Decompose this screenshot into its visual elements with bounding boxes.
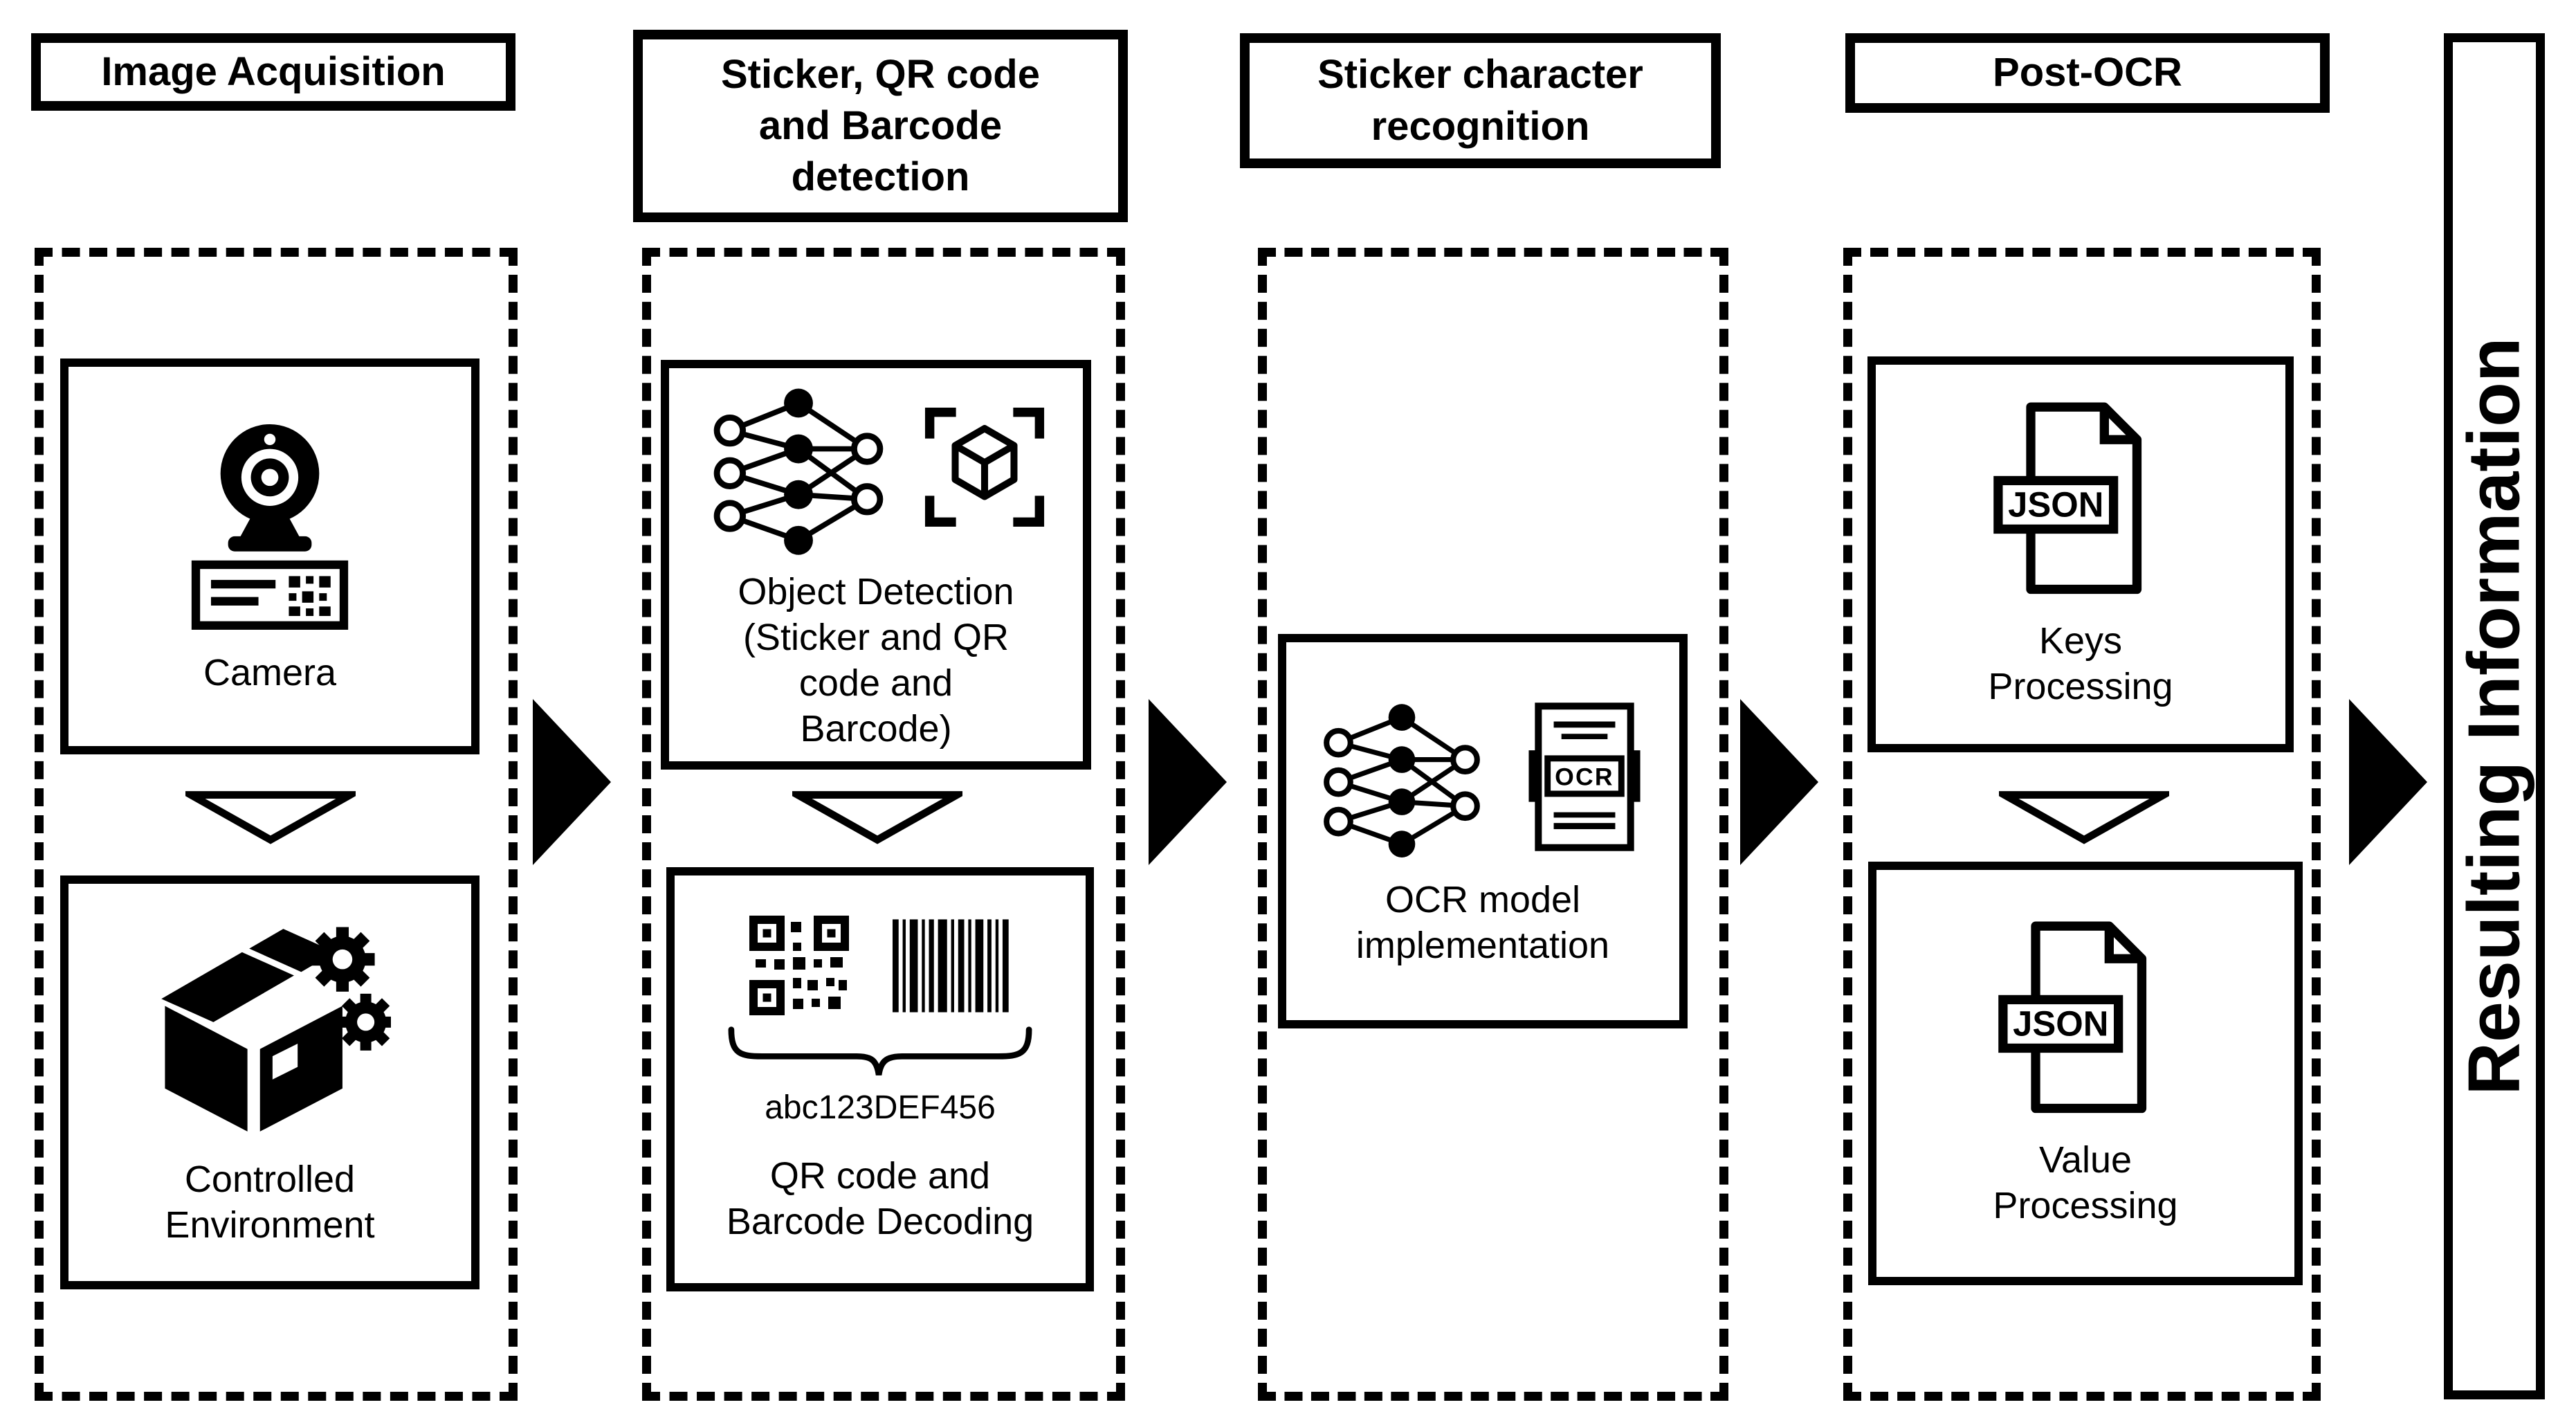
step-qr-barcode-decoding: abc123DEF456 QR code and Barcode Decodin… — [666, 867, 1094, 1291]
chevron-down-icon — [1999, 788, 2169, 847]
stage-title-image-acquisition: Image Acquisition — [31, 33, 515, 111]
ocr-document-icon: OCR — [1528, 702, 1641, 851]
step-label: Value Processing — [1993, 1139, 2178, 1226]
stage-title-label: Image Acquisition — [101, 48, 446, 94]
box-gears-icon — [149, 916, 391, 1138]
qr-barcode-icon — [747, 914, 1014, 1017]
chevron-down-icon — [792, 788, 962, 847]
json-file-icon: JSON — [1998, 918, 2174, 1118]
object-scan-icon — [924, 408, 1045, 527]
stage-container-image-acquisition — [35, 248, 518, 1401]
arrow-right-icon — [533, 698, 612, 866]
neural-network-object-scan-icon — [702, 377, 1050, 557]
neural-network-icon — [1324, 704, 1480, 858]
step-label: Camera — [203, 652, 337, 694]
webcam-label-icon — [156, 417, 384, 631]
barcode-icon — [892, 919, 1009, 1013]
neural-network-icon — [713, 388, 884, 555]
qr-code-icon — [749, 916, 849, 1016]
step-object-detection: Object Detection (Sticker and QR code an… — [661, 360, 1091, 770]
step-label: OCR model implementation — [1355, 879, 1610, 966]
json-file-icon: JSON — [1993, 399, 2169, 599]
stage-container-post-ocr — [1843, 248, 2321, 1401]
stage-title-post-ocr: Post-OCR — [1845, 33, 2330, 113]
underbrace-icon — [718, 1024, 1043, 1081]
step-label: Keys Processing — [1988, 620, 2173, 707]
step-ocr-model: OCR OCR model implementation — [1278, 634, 1688, 1028]
arrow-right-icon — [2349, 698, 2429, 866]
neural-network-ocr-document-icon: OCR — [1312, 693, 1654, 860]
arrow-right-icon — [1740, 698, 1820, 866]
step-keys-processing: JSON Keys Processing — [1867, 356, 2294, 752]
step-controlled-environment: Controlled Environment — [60, 875, 479, 1289]
chevron-down-icon — [185, 788, 356, 847]
resulting-information-label: Resulting Information — [2453, 337, 2535, 1096]
stage-title-label: Sticker character recognition — [1317, 52, 1643, 149]
json-icon-label: JSON — [2013, 1004, 2108, 1044]
stage-container-detection — [642, 248, 1125, 1401]
step-camera: Camera — [60, 358, 479, 754]
ocr-icon-label: OCR — [1555, 763, 1614, 790]
stage-title-label: Sticker, QR code and Barcode detection — [721, 51, 1040, 200]
stage-title-label: Post-OCR — [1993, 50, 2182, 96]
stage-title-recognition: Sticker character recognition — [1240, 33, 1721, 168]
step-value-processing: JSON Value Processing — [1868, 862, 2303, 1285]
stage-title-detection: Sticker, QR code and Barcode detection — [633, 30, 1128, 222]
resulting-information-bar: Resulting Information — [2444, 33, 2545, 1399]
json-icon-label: JSON — [2008, 485, 2103, 525]
arrow-right-icon — [1149, 698, 1228, 866]
stage-container-recognition — [1258, 248, 1728, 1401]
step-label: Controlled Environment — [165, 1159, 375, 1246]
step-label: Object Detection (Sticker and QR code an… — [738, 571, 1014, 750]
step-label: QR code and Barcode Decoding — [726, 1154, 1034, 1242]
decoded-value: abc123DEF456 — [765, 1089, 996, 1127]
